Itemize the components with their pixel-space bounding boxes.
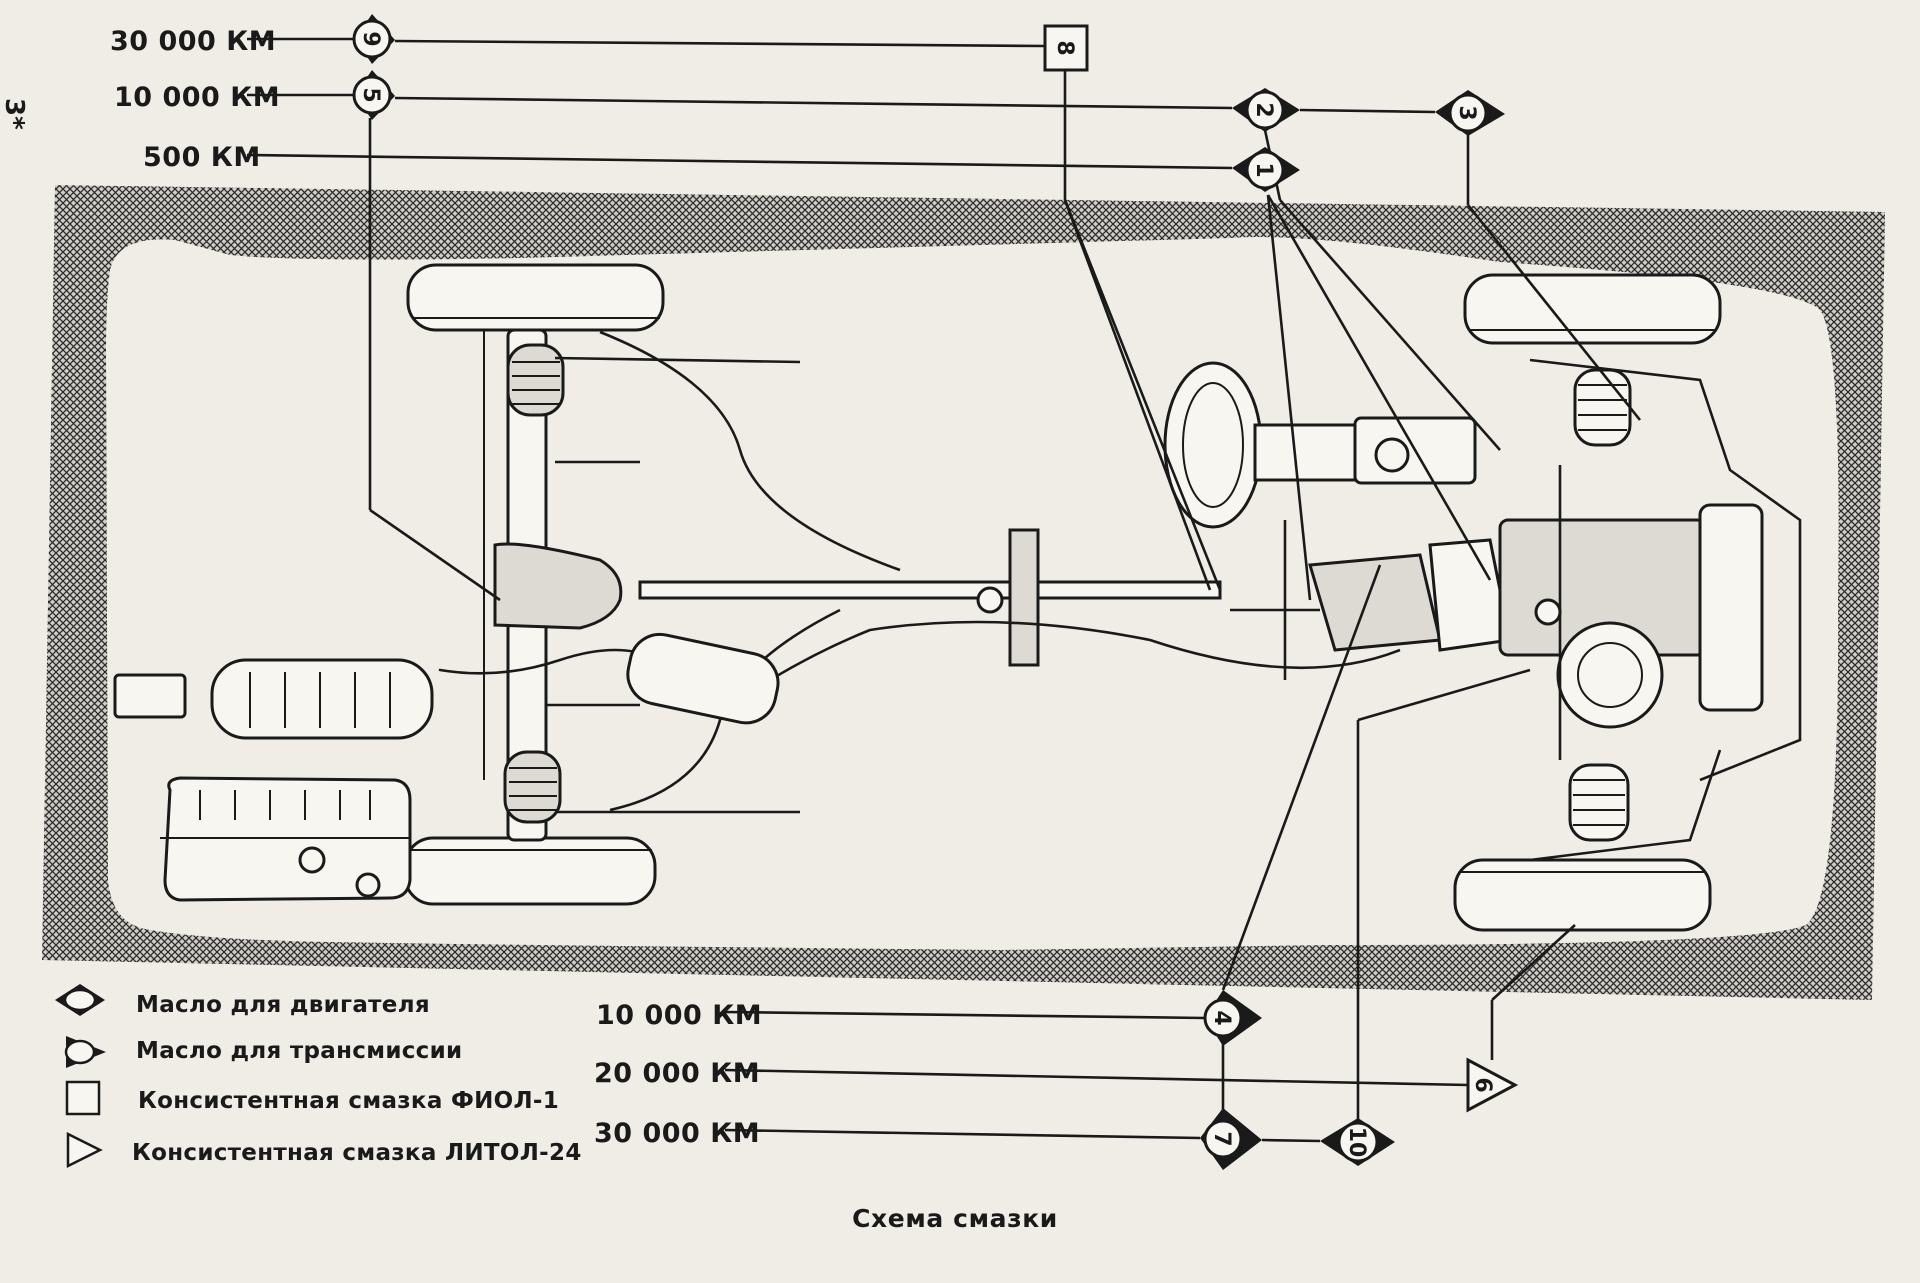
fuel-tank [160,776,412,902]
chassis [113,263,1802,932]
propeller-shaft [638,580,1222,600]
interval-20000-bottom: 20 000 КМ [594,1058,760,1089]
svg-text:4: 4 [1209,1010,1234,1025]
svg-text:5: 5 [358,87,383,102]
point-8-marker: 8 [1043,24,1089,72]
shaft-support [1008,528,1040,667]
svg-text:2: 2 [1251,102,1276,117]
svg-text:7: 7 [1209,1131,1234,1146]
svg-text:8: 8 [1052,40,1077,55]
interval-10000-bottom: 10 000 КМ [596,1000,762,1031]
interval-10000-top: 10 000 КМ [114,82,280,113]
svg-text:3: 3 [1454,105,1479,120]
front-left-tyre [1463,273,1722,345]
point-5-marker: 5 [352,70,395,120]
rear-right-spring [503,750,562,824]
engine-oil-icon [55,984,105,1016]
point-4-marker: 4 [1203,990,1262,1046]
interval-30000-bottom: 30 000 КМ [594,1118,760,1149]
legend-transmission-oil: Масло для трансмиссии [136,1038,462,1064]
point-9-marker: 9 [352,14,395,64]
steering-column [1253,423,1367,482]
point-7-marker: 7 [1200,1108,1262,1170]
rear-right-tyre [403,836,657,906]
interval-30000-top: 30 000 КМ [110,26,276,57]
radiator [1698,503,1764,712]
transmission-oil-icon [64,1036,106,1068]
front-right-tyre [1453,858,1712,932]
rear-left-tyre [406,263,665,332]
page-marker: 3* [0,98,29,130]
diagram-caption: Схема смазки [852,1204,1058,1233]
gearbox [1308,553,1442,652]
fiol-grease-icon [65,1080,101,1116]
middle-muffler [626,632,780,725]
legend: Масло для двигателя Масло для трансмисси… [55,984,582,1169]
rear-muffler [113,658,434,740]
svg-text:9: 9 [358,31,383,46]
svg-text:6: 6 [1470,1077,1495,1092]
point-10-marker: 10 [1320,1118,1395,1166]
legend-engine-oil: Масло для двигателя [136,992,430,1018]
ground-frame [42,185,1885,1000]
rear-left-spring [506,343,565,417]
point-1-marker: 1 [1232,147,1300,192]
engine [1498,503,1764,729]
point-3-marker: 3 [1435,90,1505,136]
legend-fiol-grease: Консистентная смазка ФИОЛ-1 [138,1088,559,1114]
svg-text:10: 10 [1344,1127,1369,1158]
point-2-marker: 2 [1232,88,1300,132]
bellhousing [1428,538,1512,652]
steering-wheel [1163,361,1263,529]
litol-grease-icon [66,1131,103,1169]
svg-text:1: 1 [1251,162,1276,177]
interval-500-top: 500 КМ [143,142,261,173]
point-6-marker: 6 [1466,1057,1519,1113]
rear-differential [493,542,623,630]
legend-litol-grease: Консистентная смазка ЛИТОЛ-24 [132,1140,582,1166]
